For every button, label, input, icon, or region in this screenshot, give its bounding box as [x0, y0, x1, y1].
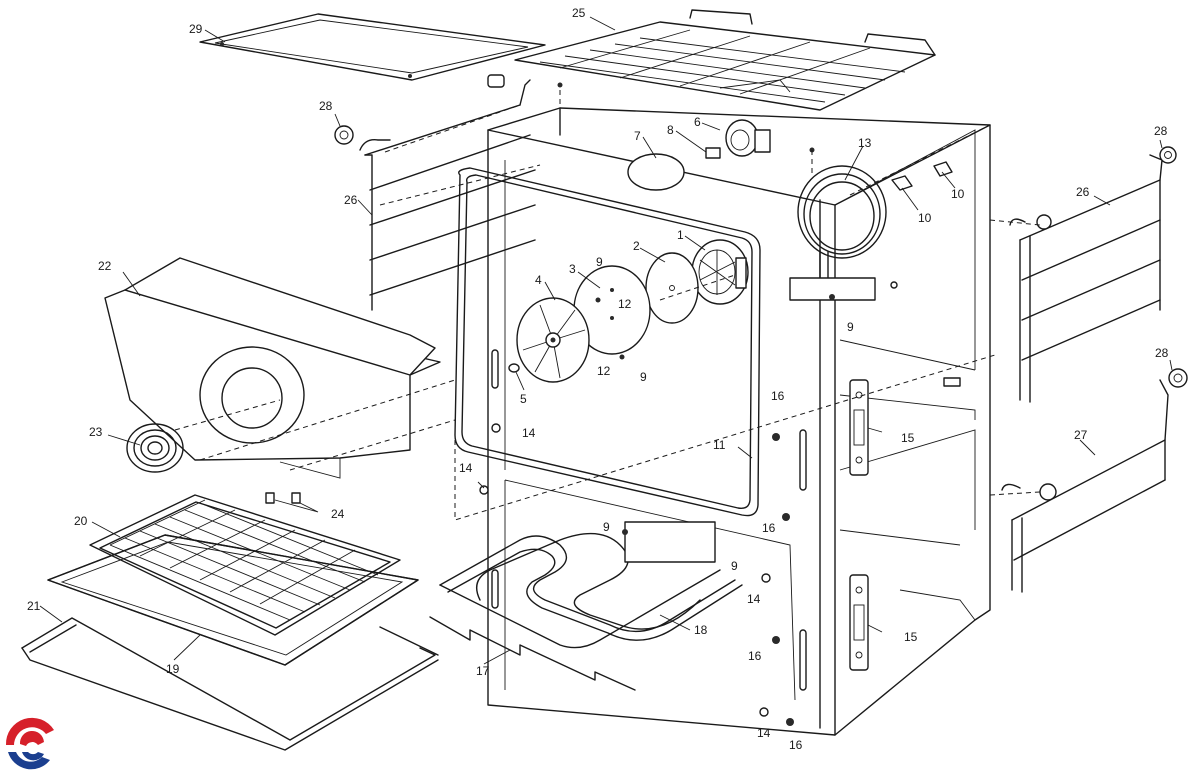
circular-heating-element — [789, 165, 887, 301]
label-10-a: 10 — [918, 211, 932, 225]
label-5: 5 — [520, 392, 527, 406]
door-gasket — [454, 167, 761, 517]
lower-panel — [429, 616, 636, 691]
label-11: 11 — [713, 438, 726, 452]
runner-fixing-28b — [1159, 146, 1177, 164]
label-23: 23 — [89, 425, 103, 439]
label-12-a: 12 — [618, 297, 632, 311]
label-28-c: 28 — [1155, 346, 1169, 360]
label-19: 19 — [166, 662, 180, 676]
label-24: 24 — [331, 507, 345, 521]
top-cover-plate — [199, 13, 546, 81]
top-wire-shelf — [514, 9, 936, 111]
label-14-b: 14 — [459, 461, 473, 475]
label-14-c: 14 — [747, 592, 761, 606]
label-26-a: 26 — [344, 193, 358, 207]
runner-fixing-extra — [1036, 214, 1057, 501]
label-2: 2 — [633, 239, 640, 253]
label-21: 21 — [27, 599, 41, 613]
screws — [479, 82, 898, 726]
label-27: 27 — [1074, 428, 1088, 442]
label-28-b: 28 — [1154, 124, 1168, 138]
label-28-a: 28 — [319, 99, 333, 113]
label-25: 25 — [572, 6, 586, 20]
label-9-b: 9 — [640, 370, 647, 384]
oven-lamp — [627, 119, 771, 191]
door-hinge-lower — [849, 574, 869, 671]
label-18: 18 — [694, 623, 708, 637]
label-6: 6 — [694, 115, 701, 129]
assembly-lines — [174, 90, 1041, 521]
fan-cover-panel — [104, 257, 441, 479]
clip-24-b — [291, 492, 301, 504]
label-17: 17 — [476, 664, 490, 678]
right-shelf-runner-lower — [1001, 379, 1169, 593]
label-13: 13 — [858, 136, 872, 150]
label-14-d: 14 — [757, 726, 771, 740]
label-16-c: 16 — [748, 649, 762, 663]
fan-impeller — [516, 297, 590, 383]
label-3: 3 — [569, 262, 576, 276]
wire-shelf — [89, 494, 401, 636]
label-20: 20 — [74, 514, 88, 528]
label-12-b: 12 — [597, 364, 611, 378]
tray-frame — [21, 617, 439, 751]
label-7: 7 — [634, 129, 641, 143]
fan-nut — [508, 363, 520, 373]
label-29: 29 — [189, 22, 203, 36]
label-22: 22 — [98, 259, 112, 273]
element-clips — [891, 161, 953, 191]
label-9-c: 9 — [847, 320, 854, 334]
label-1: 1 — [677, 228, 684, 242]
fan-motor — [691, 239, 749, 305]
label-10-b: 10 — [951, 187, 965, 201]
label-15-b: 15 — [904, 630, 918, 644]
leader-lines — [39, 16, 1173, 665]
spiral-element — [126, 423, 184, 473]
label-8: 8 — [667, 123, 674, 137]
label-9-e: 9 — [731, 559, 738, 573]
runner-fixing-28c — [1168, 368, 1188, 388]
callout-labels: 1 2 3 4 5 6 7 8 9 9 9 9 9 10 10 11 12 12… — [27, 6, 1169, 752]
label-15-a: 15 — [901, 431, 915, 445]
fan-plate — [645, 252, 699, 324]
label-14-a: 14 — [522, 426, 536, 440]
label-16-a: 16 — [771, 389, 785, 403]
door-hinge-upper — [849, 379, 869, 476]
label-9-a: 9 — [596, 255, 603, 269]
label-16-d: 16 — [789, 738, 803, 752]
label-16-b: 16 — [762, 521, 776, 535]
left-shelf-runner — [359, 74, 536, 311]
runner-fixing-28a — [334, 125, 354, 145]
lower-heating-element — [439, 521, 743, 649]
brand-logo-icon — [5, 717, 54, 770]
label-4: 4 — [535, 273, 542, 287]
clip-24-a — [265, 492, 275, 504]
label-26-b: 26 — [1076, 185, 1090, 199]
baking-tray — [47, 534, 419, 666]
label-9-d: 9 — [603, 520, 610, 534]
